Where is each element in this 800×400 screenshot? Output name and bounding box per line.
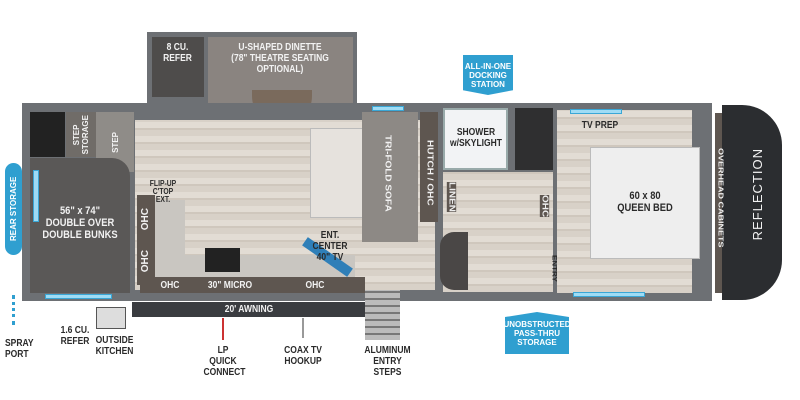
ohc-label: OHC xyxy=(140,208,151,231)
overhead-cabinets-label: OVERHEAD CABINETS xyxy=(716,148,726,248)
spray-port-label: SPRAY PORT xyxy=(5,338,34,360)
outdoor-refer-label: 1.6 CU. REFER xyxy=(60,325,90,347)
hutch-label: HUTCH / OHC xyxy=(424,140,435,206)
bunks-label: 56" x 74" DOUBLE OVER DOUBLE BUNKS xyxy=(42,205,118,241)
coax-label: COAX TV HOOKUP xyxy=(284,345,322,367)
pass-thru-storage-badge: UNOBSTRUCTED PASS-THRU STORAGE xyxy=(505,312,569,354)
entry-label: ENTRY xyxy=(550,255,559,282)
window xyxy=(570,109,622,114)
window xyxy=(33,170,39,222)
ohc-label: OHC xyxy=(539,195,550,218)
stove xyxy=(205,248,240,272)
awning xyxy=(132,302,366,317)
step-storage-label: STEP STORAGE xyxy=(72,115,90,155)
flip-up-label: FLIP-UP C'TOP EXT. xyxy=(149,179,177,204)
bed-label: 60 x 80 QUEEN BED xyxy=(617,190,673,214)
brand-logo: REFLECTION xyxy=(750,148,765,241)
microwave-label: 30" MICRO xyxy=(207,280,253,291)
lp-connect-label: LP QUICK CONNECT xyxy=(203,345,246,378)
coax-line xyxy=(302,318,304,338)
shower xyxy=(443,108,508,170)
kitchen-ohc xyxy=(137,195,155,285)
outside-kitchen xyxy=(96,307,126,329)
ent-center-label: ENT. CENTER 40" TV xyxy=(312,230,348,263)
docking-station-badge: ALL-IN-ONE DOCKING STATION xyxy=(463,55,513,95)
step-storage xyxy=(66,112,96,157)
entry-steps xyxy=(365,290,400,340)
awning-label: 20' AWNING xyxy=(224,304,274,315)
ohc-label: OHC xyxy=(305,280,325,291)
outside-kitchen-label: OUTSIDE KITCHEN xyxy=(95,335,134,357)
refer-label: 8 CU. REFER xyxy=(163,42,192,64)
window xyxy=(573,292,645,297)
rear-storage-shelves xyxy=(30,112,65,157)
ohc-label: OHC xyxy=(140,250,151,273)
shower-label: SHOWER w/SKYLIGHT xyxy=(450,127,502,149)
spray-hose-icon xyxy=(12,295,20,325)
sofa-label: TRI-FOLD SOFA xyxy=(382,135,393,212)
sofa xyxy=(362,112,418,242)
bunks xyxy=(30,158,130,293)
entry-door-swing xyxy=(440,232,468,290)
entry-steps-label: ALUMINUM ENTRY STEPS xyxy=(364,345,411,378)
queen-bed xyxy=(590,147,700,259)
hutch xyxy=(420,112,438,222)
lp-line xyxy=(222,318,224,340)
wardrobe xyxy=(515,108,553,170)
tv-prep-label: TV PREP xyxy=(581,120,619,131)
rear-storage-badge: REAR STORAGE xyxy=(5,163,22,255)
window xyxy=(372,106,404,111)
refrigerator xyxy=(152,37,204,97)
linen-label: LINEN xyxy=(446,182,457,212)
front-cap xyxy=(722,105,782,300)
window xyxy=(45,294,112,299)
lower-cabinets xyxy=(140,277,365,293)
rug xyxy=(310,128,370,218)
overhead-cabinets xyxy=(715,113,725,293)
dinette-label: U-SHAPED DINETTE (78" THEATRE SEATING OP… xyxy=(231,42,329,75)
ohc-label: OHC xyxy=(160,280,180,291)
step-label: STEP xyxy=(111,132,120,153)
